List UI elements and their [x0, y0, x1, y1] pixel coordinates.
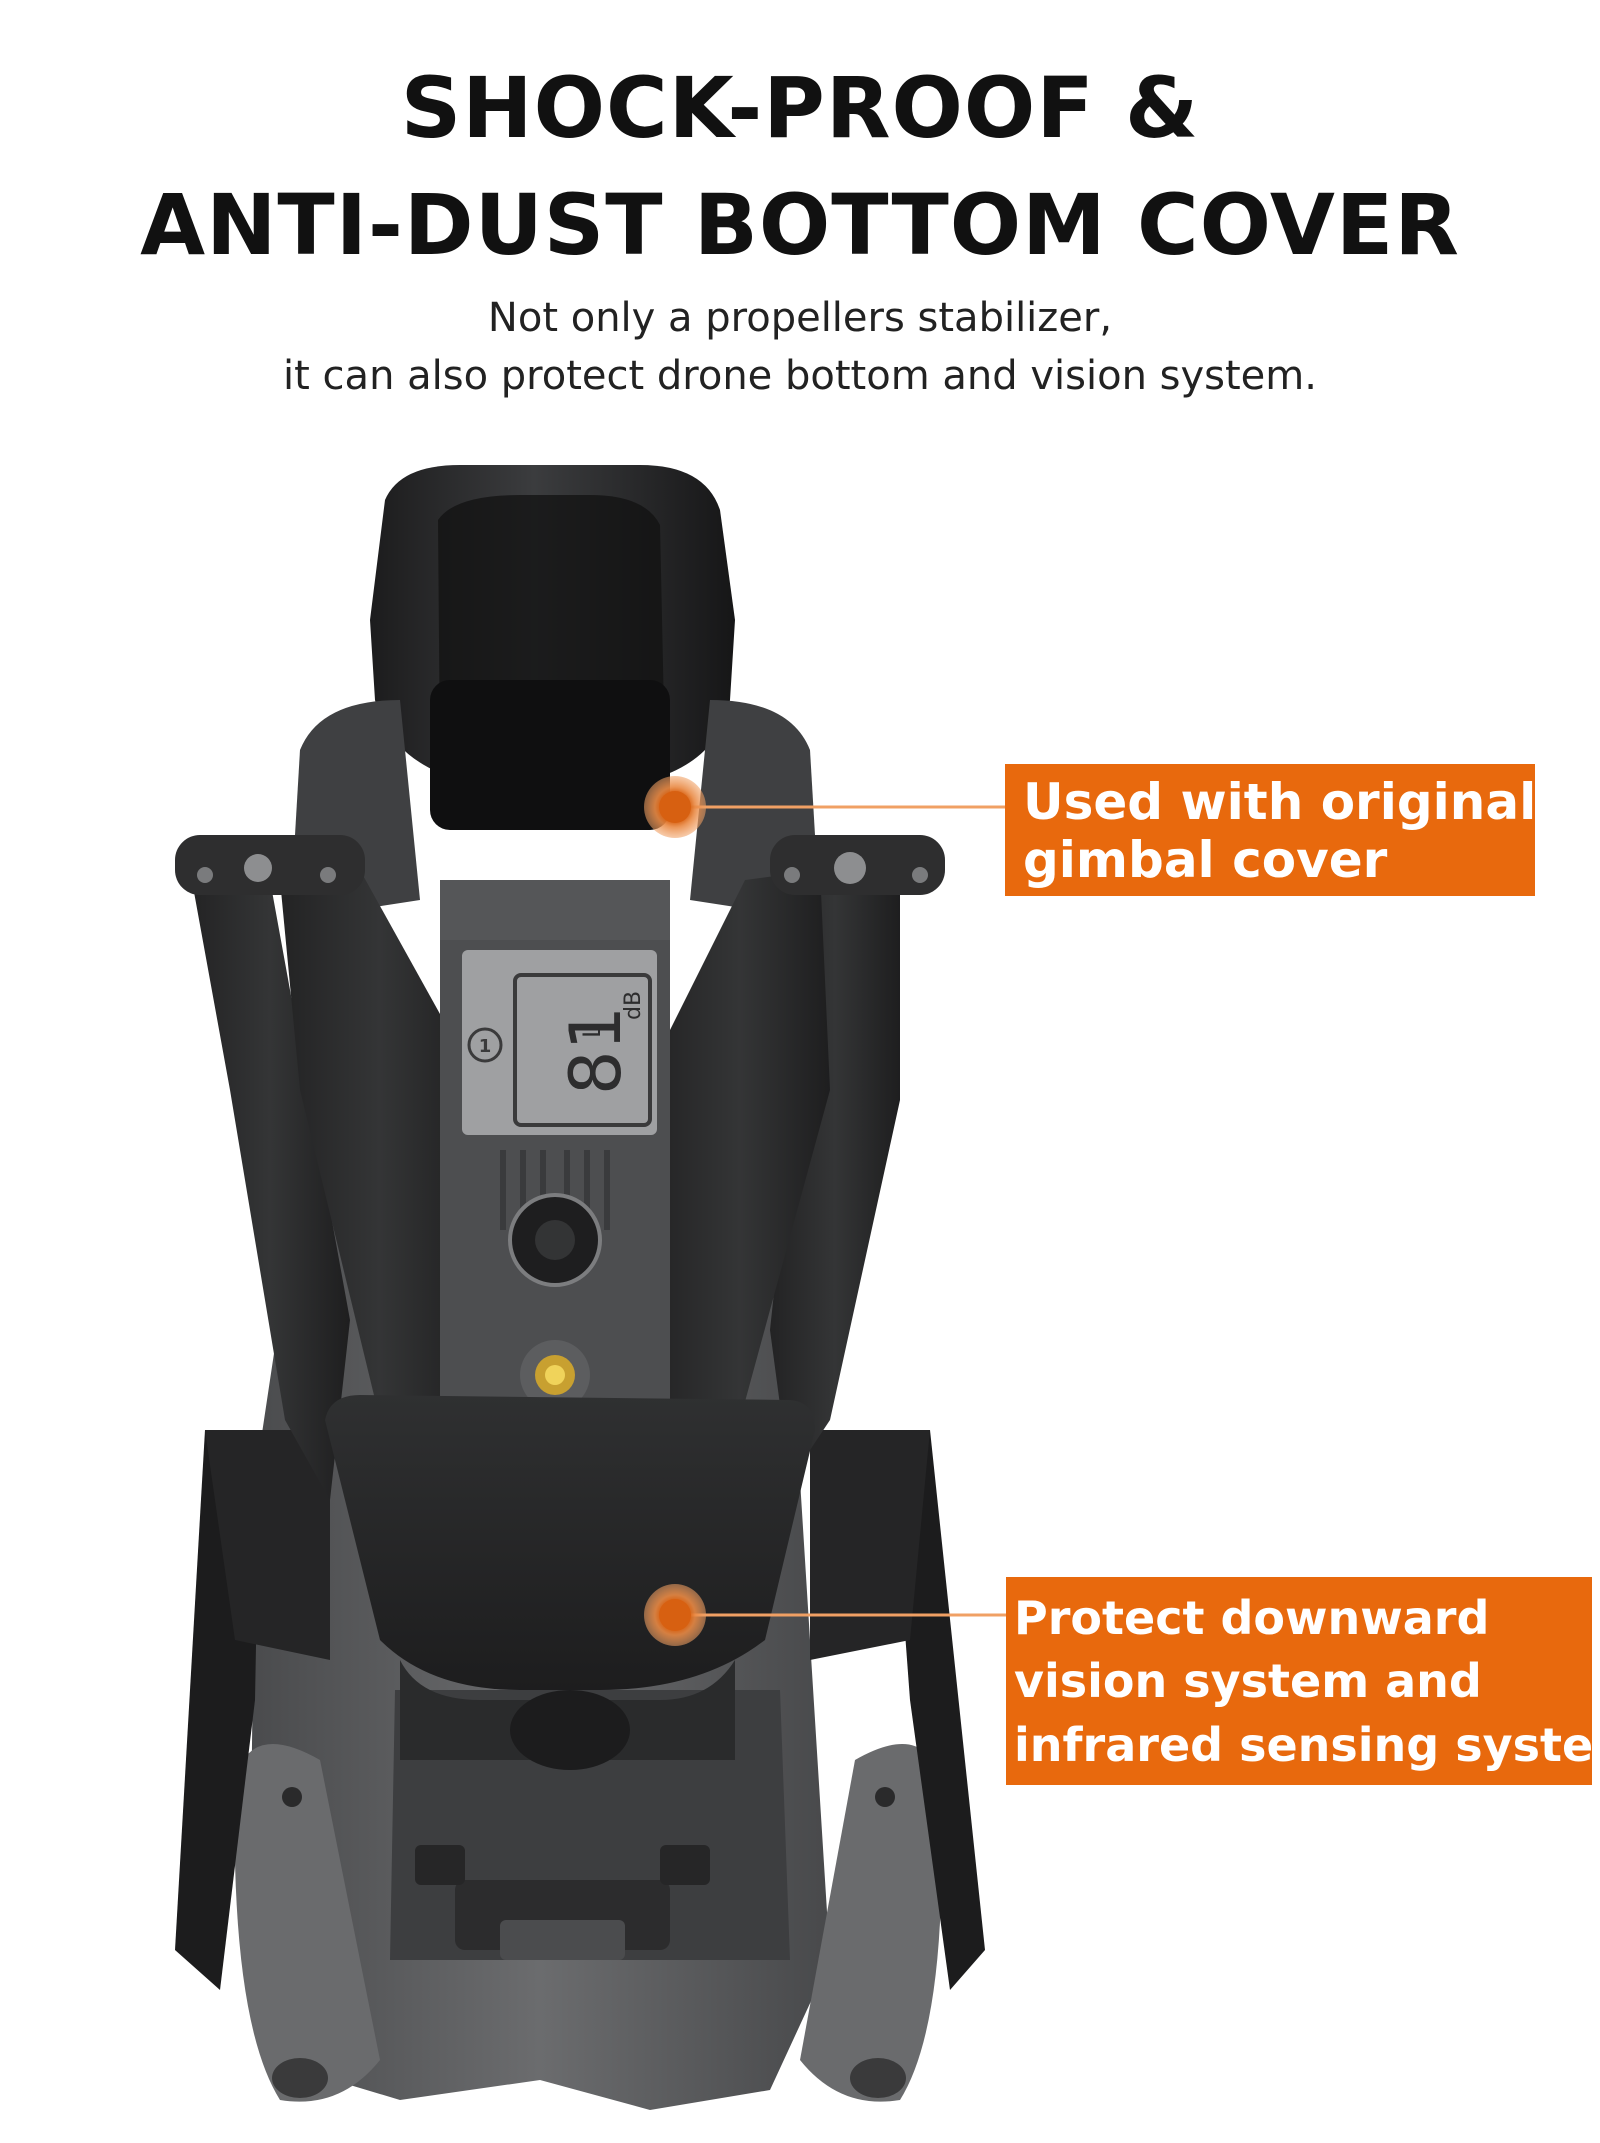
- callout-gimbal-line-2: gimbal cover: [1023, 830, 1388, 889]
- label-db-unit: dB: [621, 991, 646, 1020]
- callout-vision-line-2: vision system and: [1014, 1654, 1482, 1709]
- cover-side-flaps: [175, 1430, 985, 1990]
- headline-line-1: SHOCK-PROOF &: [400, 59, 1200, 157]
- drone-center-body: 1 L 81 dB: [440, 940, 670, 1460]
- subheading-line-2: it can also protect drone bottom and vis…: [283, 353, 1317, 399]
- propeller-blades: [175, 835, 945, 1500]
- label-db-value: 81: [555, 1006, 637, 1095]
- callout-vision-line-1: Protect downward: [1014, 1591, 1490, 1645]
- label-class-mark: 1: [479, 1036, 492, 1057]
- headline-line-2: ANTI-DUST BOTTOM COVER: [140, 176, 1460, 274]
- gimbal-cover-shape: [290, 465, 820, 940]
- callout-gimbal-line-1: Used with original: [1023, 773, 1537, 831]
- callout-gimbal-cover: Used with original gimbal cover: [1005, 764, 1537, 896]
- label-lwa: L: [578, 1024, 606, 1038]
- callout-vision-system: Protect downward vision system and infra…: [1006, 1577, 1600, 1785]
- subheading-line-1: Not only a propellers stabilizer,: [487, 295, 1113, 341]
- callout-vision-line-3: infrared sensing system.: [1014, 1717, 1600, 1772]
